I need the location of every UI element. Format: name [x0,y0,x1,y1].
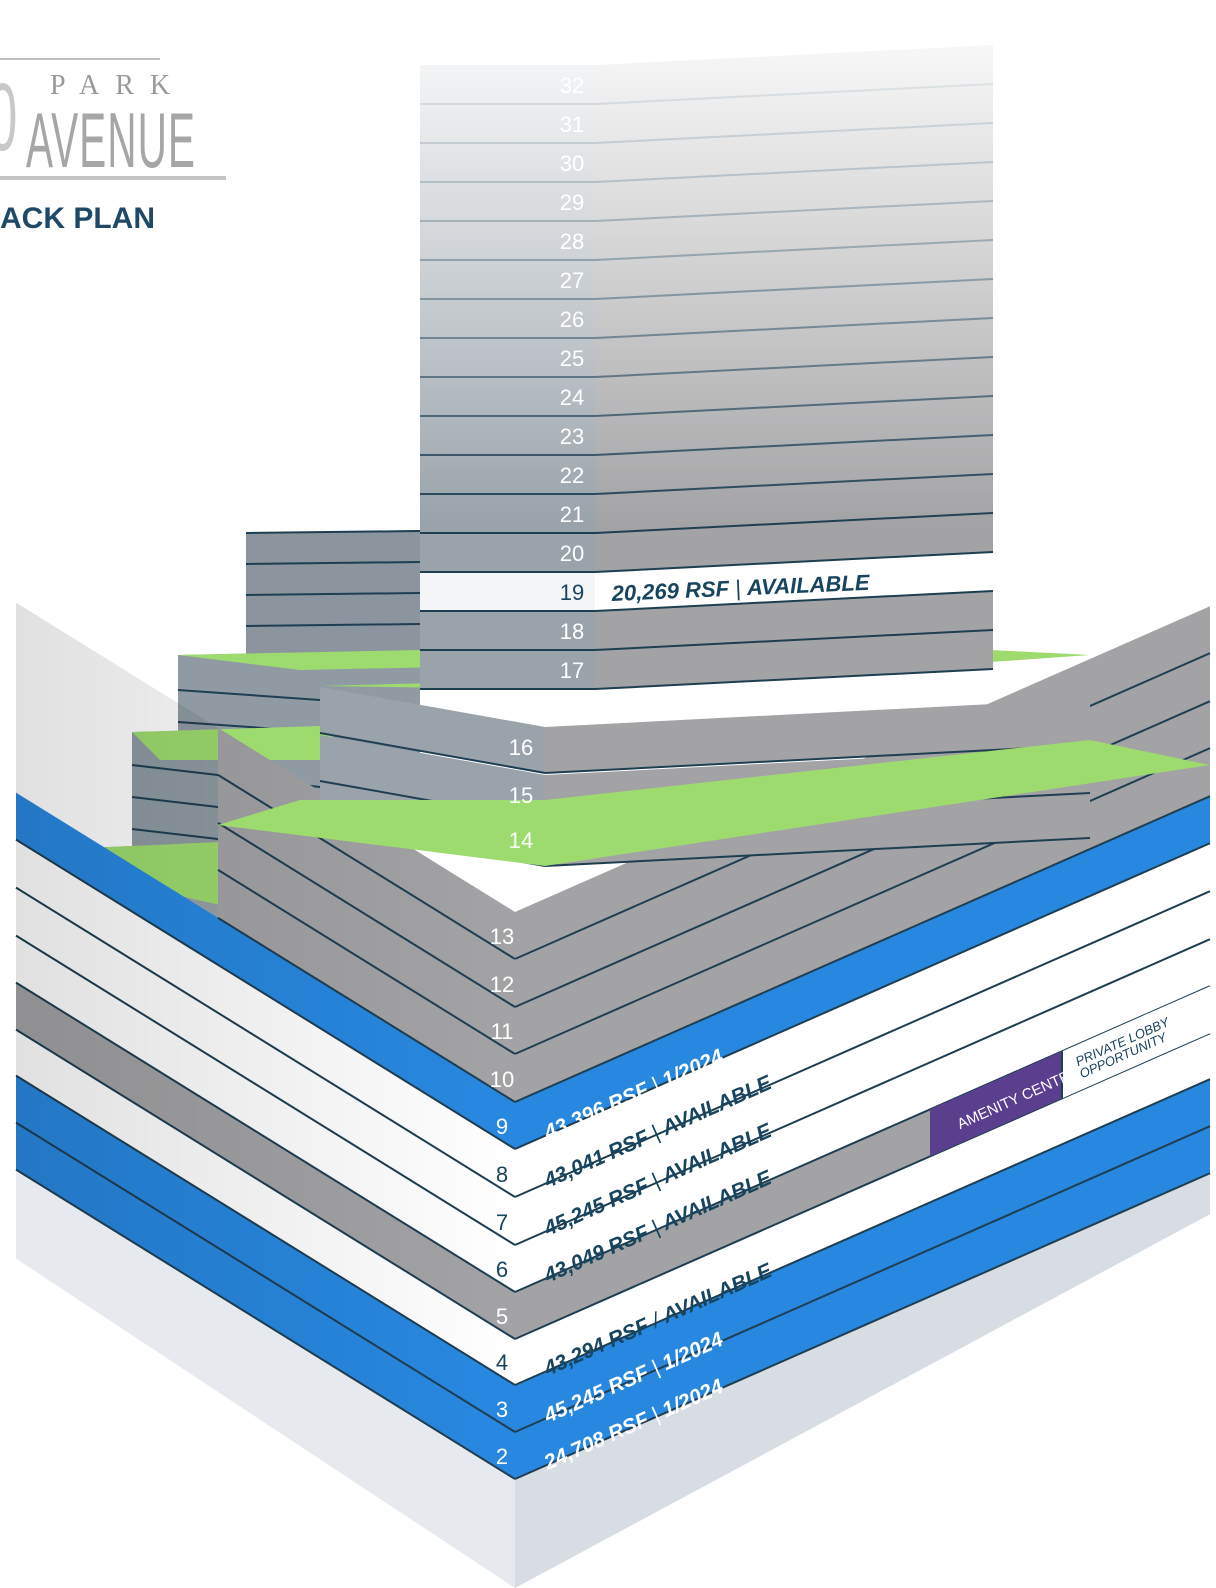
private-lobby-band [1062,986,1210,1099]
floor-4-side [515,1032,1210,1385]
floor-14-side [545,792,1090,866]
floor-number-6: 6 [496,1257,508,1282]
floor-number-16: 16 [509,735,533,760]
floors-side [218,606,1211,1588]
floor-number-3: 3 [496,1397,508,1422]
upper-setback-floor-line [177,689,321,701]
floor-number-17: 17 [560,658,584,683]
floors-front [15,602,546,1588]
floor-number-15: 15 [509,783,533,808]
floor-8-side [515,844,1210,1197]
floor-16-front [320,687,545,773]
floor-number-24: 24 [560,385,584,410]
floor-9-side-edge [514,842,1211,1150]
floor-number-10: 10 [490,1067,514,1092]
building-logo: 0 PARK AVENUE [0,58,230,183]
floor-19-note: AVAILABLE [745,570,871,600]
floor-6-side [515,939,1210,1292]
rear-block-floor-line [245,561,421,565]
floor-11-side-edge [514,747,1211,1055]
floor-19-detail: 20,269 RSF | AVAILABLE [610,570,871,606]
floor-number-5: 5 [496,1304,508,1329]
floor-number-27: 27 [560,268,584,293]
floor-number-11: 11 [491,1019,514,1044]
logo-number: 0 [0,68,17,168]
floor-number-26: 26 [560,307,584,332]
floor-number-21: 21 [560,502,584,527]
page-title: ACK PLAN [0,202,155,235]
floor-19-separator: | [728,575,747,601]
terrace-level-14 [218,740,1210,866]
floor-19-area: 20,269 RSF [610,576,730,606]
floor-number-29: 29 [560,190,584,215]
floor-number-32: 32 [560,73,584,98]
amenity-center-band [930,1051,1062,1157]
floor-number-14: 14 [509,828,533,853]
floor-15-front [320,735,545,821]
logo-rule-top [0,58,160,60]
logo-word-avenue: AVENUE [26,96,197,184]
floor-2-side-edge [514,1172,1211,1480]
floor-10-side-edge [514,795,1211,1103]
rear-block [246,530,420,690]
floor-9-side [515,796,1210,1149]
tower-fade-overlay [418,0,998,700]
floor-number-18: 18 [560,619,584,644]
tower [418,0,998,700]
floor-number-22: 22 [560,463,584,488]
floor-8-side-edge [514,890,1211,1198]
floor-number-25: 25 [560,346,584,371]
floor-16-side-edge [544,744,1091,774]
floor-number-28: 28 [560,229,584,254]
floor-number-23: 23 [560,424,584,449]
logo-rule-bottom [0,176,226,180]
floor-14-side-edge [544,837,1091,867]
floor-number-20: 20 [560,541,584,566]
floor-number-2: 2 [496,1444,508,1469]
rear-block-floor-line [245,592,421,596]
plinth-front [16,1169,515,1588]
floor-2-side [515,1126,1210,1479]
floor-16-front-edge [319,732,546,774]
floor-3-side-edge [514,1125,1211,1433]
floor-number-31: 31 [560,112,584,137]
rear-block-floor-line [245,623,421,627]
floor-3-side [515,1079,1210,1432]
floor-number-9: 9 [496,1114,508,1139]
floor-number-7: 7 [496,1210,508,1235]
floor-number-4: 4 [496,1350,508,1375]
floor-7-side-edge [514,938,1211,1246]
logo-word-park: PARK [50,70,187,101]
floor-number-19: 19 [560,580,584,605]
floor-number-30: 30 [560,151,584,176]
podium-shade [16,602,515,1479]
plinth-side [515,1173,1210,1588]
floor-7-side [515,892,1210,1245]
rear-block-floor-line [245,530,421,534]
floor-number-8: 8 [496,1162,508,1187]
floor-16-side [545,699,1090,773]
floor-number-13: 13 [490,924,514,949]
floor-6-side-edge [514,985,1211,1293]
floor-4-side-edge [514,1078,1211,1386]
floor-number-12: 12 [490,972,514,997]
